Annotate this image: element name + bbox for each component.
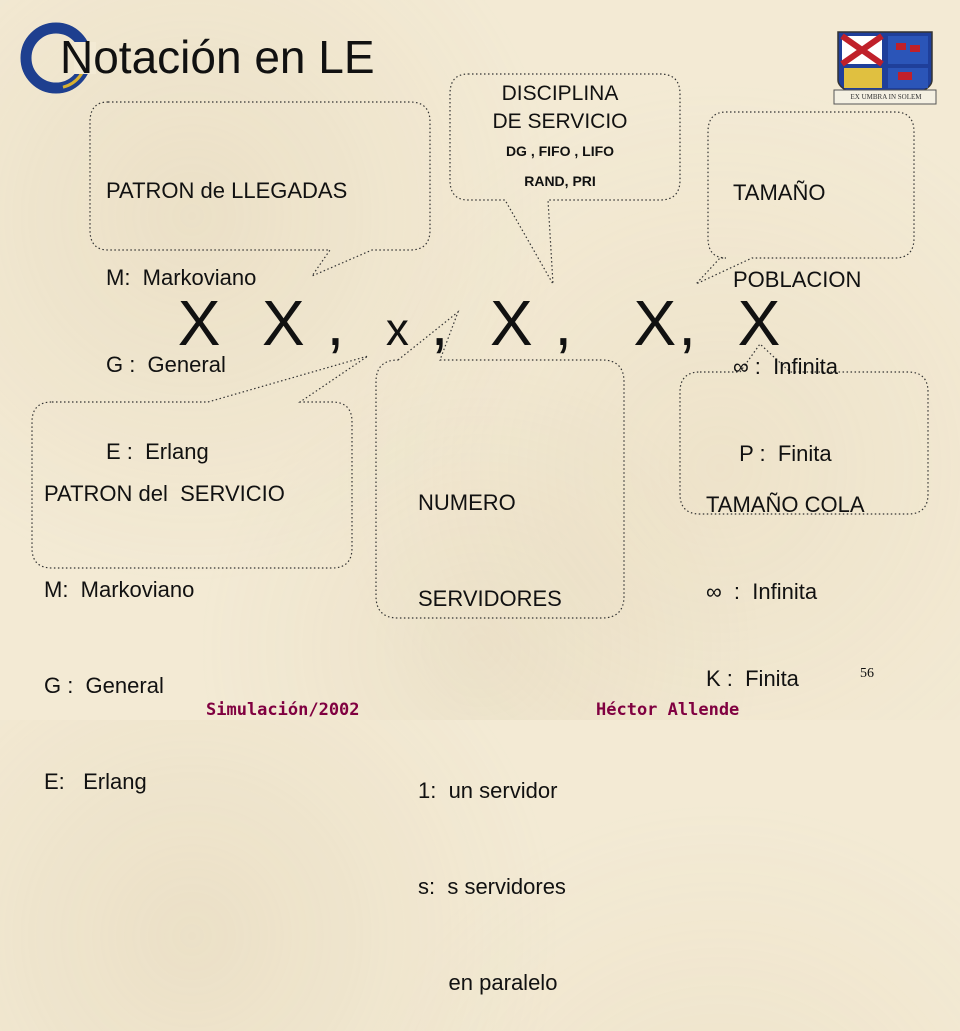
- crest-motto: EX UMBRA IN SOLEM: [850, 93, 922, 101]
- bubble-disciplina: [449, 73, 681, 285]
- logo-icon: [18, 18, 98, 103]
- disciplina-line-1: DG , FIFO , LIFO: [505, 143, 615, 159]
- bubble-llegadas: [89, 101, 431, 278]
- bubble-cola: [679, 343, 929, 515]
- llegadas-line-e: E : Erlang: [106, 439, 209, 464]
- servicio-line-g: G : General: [44, 673, 164, 698]
- disciplina-heading-1: DISCIPLINA: [501, 82, 619, 105]
- notation-comma-3: ,: [554, 287, 575, 359]
- slide-title: Notación en LE: [60, 31, 375, 83]
- disciplina-line-2: RAND, PRI: [524, 173, 596, 189]
- notation-servers: x: [385, 303, 411, 355]
- servicio-line-e: E: Erlang: [44, 769, 147, 794]
- queue-notation: X X , x , X , X, X: [0, 286, 960, 360]
- callout-cola: TAMAÑO COLA ∞ : Infinita K : Finita: [706, 432, 865, 722]
- page-number: 56: [860, 666, 874, 681]
- notation-comma-2: ,: [430, 287, 451, 359]
- bubble-servicio: [31, 355, 369, 569]
- llegadas-heading: PATRON de LLEGADAS: [106, 178, 348, 203]
- callout-servicio: PATRON del SERVICIO M: Markoviano G : Ge…: [44, 414, 285, 830]
- notation-population: X: [737, 287, 783, 359]
- poblacion-heading-1: TAMAÑO: [733, 180, 826, 205]
- callout-bubbles: [31, 73, 929, 619]
- servicio-line-m: M: Markoviano: [44, 577, 195, 602]
- poblacion-heading-2: POBLACION: [733, 267, 862, 292]
- footer-course: Simulación/2002: [206, 700, 360, 720]
- servidores-line-1: 1: un servidor: [418, 778, 558, 803]
- disciplina-heading-2: DE SERVICIO: [492, 110, 628, 133]
- notation-arrival: X: [177, 287, 223, 359]
- poblacion-line-finita: P : Finita: [733, 441, 832, 466]
- notation-service: X: [262, 287, 307, 359]
- notation-queue-size: X,: [633, 287, 698, 359]
- llegadas-line-g: G : General: [106, 352, 226, 377]
- notation-discipline: X: [489, 287, 535, 359]
- cola-line-infinita: ∞ : Infinita: [706, 579, 818, 604]
- poblacion-line-infinita: ∞ : Infinita: [733, 354, 838, 379]
- footer-author: Héctor Allende: [596, 700, 740, 720]
- servidores-line-paralelo: en paralelo: [418, 970, 558, 995]
- callout-servidores: NUMERO SERVIDORES 1: un servidor s: s se…: [418, 423, 566, 1031]
- callout-disciplina: DISCIPLINA DE SERVICIO DG , FIFO , LIFO …: [460, 80, 660, 196]
- llegadas-line-m: M: Markoviano: [106, 265, 257, 290]
- notation-comma-1: ,: [326, 287, 347, 359]
- servicio-heading: PATRON del SERVICIO: [44, 481, 285, 506]
- servidores-spacer: [418, 679, 566, 711]
- callout-llegadas: PATRON de LLEGADAS M: Markoviano G : Gen…: [106, 118, 347, 495]
- cola-line-finita: K : Finita: [706, 666, 799, 691]
- servidores-line-s: s: s servidores: [418, 874, 566, 899]
- cola-heading: TAMAÑO COLA: [706, 492, 865, 517]
- university-crest-icon: [832, 28, 938, 113]
- servidores-heading-2: SERVIDORES: [418, 586, 562, 611]
- servidores-heading-1: NUMERO: [418, 490, 516, 515]
- callout-poblacion: TAMAÑO POBLACION ∞ : Infinita P : Finita: [733, 120, 861, 497]
